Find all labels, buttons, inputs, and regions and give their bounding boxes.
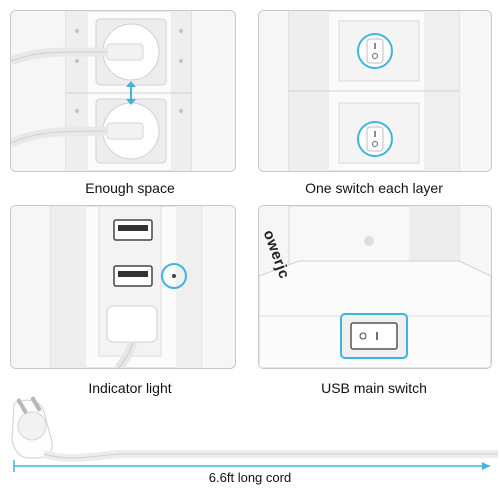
usb-main-switch-photo — [259, 206, 491, 368]
panel-indicator-light — [10, 205, 236, 369]
panel-usb-main-switch: owerjc — [258, 205, 492, 369]
caption-indicator-light: Indicator light — [88, 380, 172, 396]
caption-switch-each-layer: One switch each layer — [305, 180, 443, 196]
panel-enough-space — [10, 10, 236, 172]
panel-switch-each-layer — [258, 10, 492, 172]
indicator-light-photo — [11, 206, 235, 368]
switch-each-layer-photo — [259, 11, 491, 171]
caption-enough-space: Enough space — [85, 180, 175, 196]
power-cord-photo — [11, 396, 498, 472]
caption-usb-main-switch: USB main switch — [321, 380, 427, 396]
enough-space-photo — [11, 11, 235, 171]
caption-cord-length: 6.6ft long cord — [208, 470, 292, 485]
